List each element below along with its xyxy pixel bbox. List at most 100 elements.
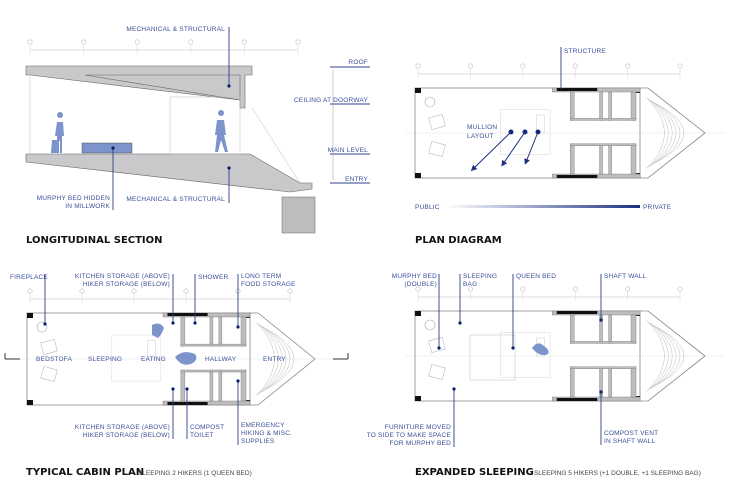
floor-slab <box>25 153 313 193</box>
grid-bubble <box>131 288 137 294</box>
roof-slab <box>25 65 253 109</box>
entry-step <box>652 324 681 388</box>
grid-bubble <box>241 39 247 45</box>
grid-bubble <box>677 286 683 292</box>
entry-step <box>645 97 665 169</box>
service-wall <box>608 143 612 175</box>
cabin-outline <box>26 312 251 406</box>
entry-step <box>652 101 681 165</box>
mullion-arrows <box>470 129 541 172</box>
compost-toilet-label: COMPOST <box>190 424 224 431</box>
grid-bubble <box>287 288 293 294</box>
service-wall <box>218 369 223 402</box>
structure-beam <box>167 402 208 405</box>
structural-post <box>415 88 421 93</box>
bed <box>500 332 551 378</box>
floor-plan-drawing <box>405 63 725 179</box>
entry-step <box>647 321 669 391</box>
service-wall <box>570 143 575 175</box>
structure-label: STRUCTURE <box>564 48 606 55</box>
murphy-bed-outline <box>469 334 516 381</box>
grid-dimension-line <box>27 39 301 54</box>
service-wall <box>180 343 247 347</box>
service-wall <box>218 316 223 347</box>
section-title: LONGITUDINAL SECTION <box>26 235 163 246</box>
grid-bubble <box>79 288 85 294</box>
service-wall <box>180 369 186 402</box>
compost-vent-label: COMPOST VENT <box>604 430 658 437</box>
level-ceiling-doorway: CEILING AT DOORWAY <box>294 97 368 104</box>
service-wall <box>570 91 575 121</box>
structural-post <box>415 311 421 316</box>
mullion-layout-label: LAYOUT <box>467 133 494 140</box>
grid-bubble <box>188 39 194 45</box>
shaft-wall-label: SHAFT WALL <box>604 273 647 280</box>
fireplace-label: FIREPLACE <box>10 274 48 281</box>
entry-step <box>651 100 677 166</box>
section-cut-marker <box>4 353 349 360</box>
food-storage-label: FOOD STORAGE <box>241 281 296 288</box>
grid-bubble <box>572 63 578 69</box>
level-markers: ROOF CEILING AT DOORWAY MAIN LEVEL ENTRY <box>294 59 370 184</box>
service-wall <box>599 91 603 121</box>
entry-nose <box>250 312 316 406</box>
plan-diagram: STRUCTURE MULLION LAYOUT PUBLIC PRIVATE … <box>405 47 725 246</box>
fireplace <box>424 319 436 331</box>
entry-nose <box>640 310 706 402</box>
level-main: MAIN LEVEL <box>328 147 368 154</box>
grid-bubble <box>27 288 33 294</box>
kitchen-storage-label: KITCHEN STORAGE (ABOVE) <box>75 424 170 431</box>
murphy-bed <box>81 142 133 154</box>
service-wall <box>570 314 575 344</box>
bed <box>500 109 551 155</box>
fireplace <box>36 321 48 333</box>
person-figure-icon <box>51 112 64 153</box>
public-label: PUBLIC <box>415 204 440 211</box>
murphy-bed-label: MURPHY BED HIDDEN <box>37 195 110 202</box>
level-entry: ENTRY <box>345 176 368 183</box>
private-label: PRIVATE <box>643 204 672 211</box>
structure-beam <box>167 313 208 316</box>
service-wall <box>570 118 637 121</box>
typical-cabin-plan: FIREPLACE KITCHEN STORAGE (ABOVE) HIKER … <box>4 273 349 478</box>
service-wall <box>608 366 612 398</box>
room-bedstofa: BEDSTOFA <box>36 356 73 363</box>
chair <box>40 339 58 355</box>
level-roof: ROOF <box>348 59 368 66</box>
room-eating: EATING <box>141 356 166 363</box>
service-wall <box>630 143 637 175</box>
emergency-supplies-label: SUPPLIES <box>241 438 275 445</box>
typical-plan-title: TYPICAL CABIN PLAN <box>26 467 144 478</box>
mechanical-structural-label: MECHANICAL & STRUCTURAL <box>126 26 225 33</box>
grid-bubble <box>415 286 421 292</box>
service-wall <box>599 143 603 175</box>
murphy-bed-label: MURPHY BED <box>392 273 437 280</box>
structural-post <box>415 173 421 178</box>
furniture-moved-label: TO SIDE TO MAKE SPACE <box>367 432 452 439</box>
structure-beam <box>556 311 598 314</box>
service-wall <box>180 369 247 373</box>
service-wall <box>570 366 637 369</box>
service-wall <box>240 316 247 347</box>
fireplace <box>424 96 436 108</box>
person-figure-icon <box>152 323 164 338</box>
service-wall <box>570 366 575 398</box>
grid-bubble <box>467 286 473 292</box>
chair <box>428 114 446 130</box>
expanded-plan-title: EXPANDED SLEEPING <box>415 467 534 478</box>
entry-step <box>649 322 673 390</box>
plan-diagram-title: PLAN DIAGRAM <box>415 235 502 246</box>
person-figure-icon <box>532 343 549 356</box>
entry-step <box>264 327 294 391</box>
roof-truss <box>84 74 241 101</box>
room-hallway: HALLWAY <box>205 356 237 363</box>
kitchen-storage-label: HIKER STORAGE (BELOW) <box>83 281 170 288</box>
structural-post <box>27 313 33 318</box>
grid-bubble <box>520 63 526 69</box>
entry-step <box>255 322 275 396</box>
longitudinal-section: MECHANICAL & STRUCTURAL MECHANICAL & STR… <box>25 26 370 246</box>
room-entry: ENTRY <box>263 356 286 363</box>
compost-toilet-label: TOILET <box>190 432 214 439</box>
service-wall <box>209 316 214 347</box>
